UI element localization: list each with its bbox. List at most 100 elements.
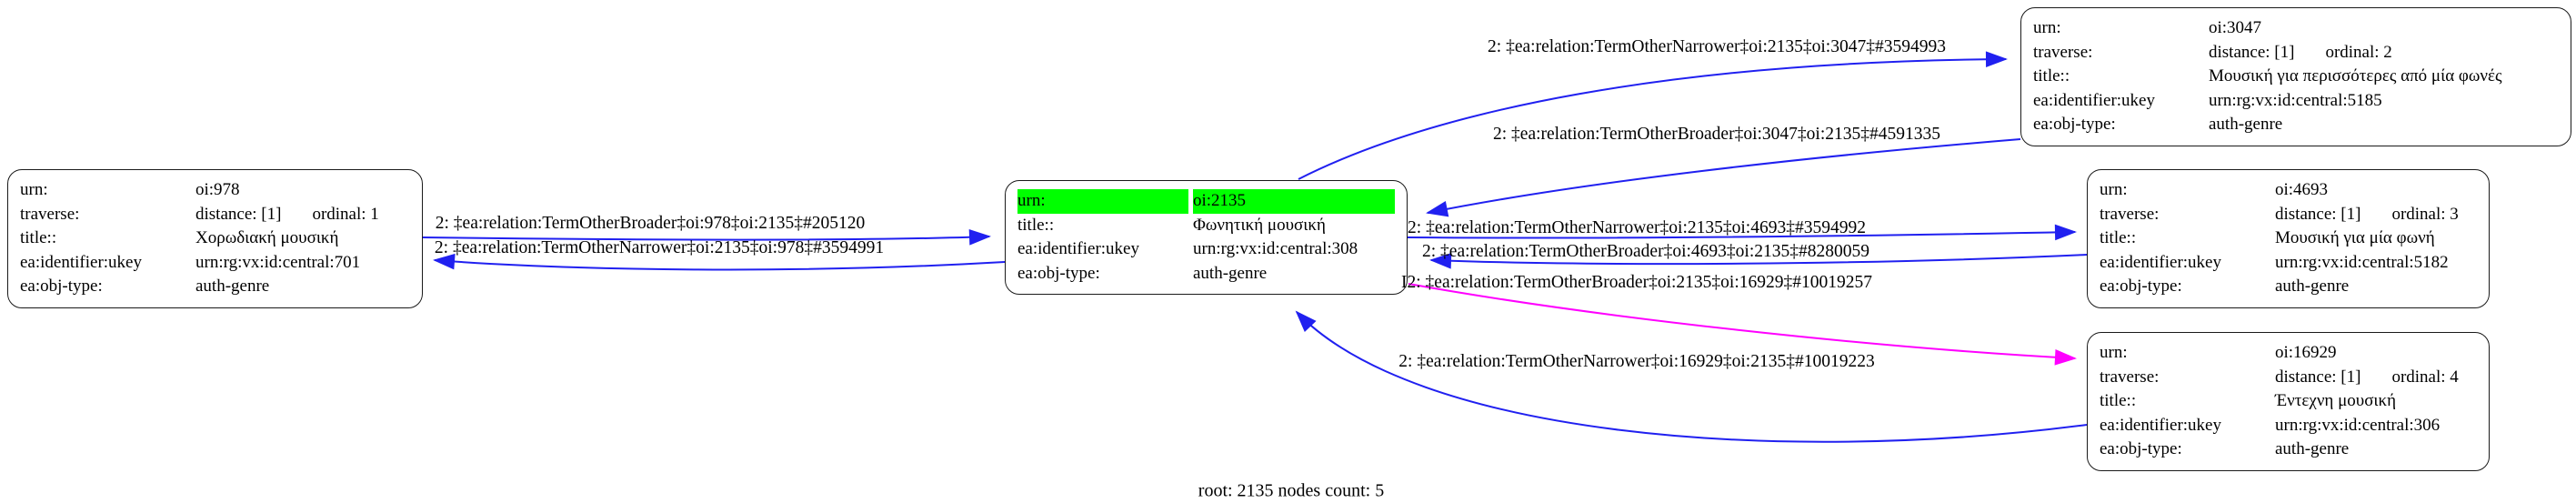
field-label-title: title:: — [2100, 228, 2137, 247]
field-label-urn-highlighted: urn: — [1017, 189, 1188, 214]
field-value-title: Φωνητική μουσική — [1193, 215, 1326, 235]
field-value-urn-highlighted: oi:2135 — [1193, 189, 1395, 214]
edge-narrower-16929-2135 — [1295, 310, 2088, 443]
field-label-objtype: ea:obj-type: — [1017, 263, 1100, 283]
field-value-ukey: urn:rg:vx:id:central:5182 — [2275, 252, 2449, 272]
edge-broader-2135-16929 — [1408, 283, 2077, 366]
traverse-distance: distance: [1] — [2209, 42, 2295, 62]
field-value-title: Έντεχνη μουσική — [2275, 391, 2397, 410]
field-label-traverse: traverse: — [2033, 42, 2093, 62]
edge-label-narrower-16929-2135: 2: ‡ea:relation:TermOtherNarrower‡oi:169… — [1398, 352, 1875, 371]
field-value-title: Μουσική για μία φωνή — [2275, 228, 2435, 247]
node-oi16929-traverse-row: traverse: distance: [1] ordinal: 4 — [2100, 366, 2477, 390]
field-label-traverse: traverse: — [20, 204, 80, 224]
edge-narrower-2135-3047 — [1298, 51, 2008, 180]
field-value-urn: oi:4693 — [2275, 180, 2329, 199]
field-value-traverse: distance: [1] ordinal: 3 — [2275, 203, 2477, 227]
node-oi2135-objtype-row: ea:obj-type: auth-genre — [1017, 262, 1395, 287]
field-label-urn: urn: — [20, 180, 48, 199]
traverse-distance: distance: [1] — [2275, 367, 2361, 387]
field-label-title: title:: — [1017, 215, 1055, 235]
edge-narrower-2135-4693 — [1407, 224, 2077, 241]
field-value-urn: oi:3047 — [2209, 18, 2262, 37]
node-oi3047-ukey-row: ea:identifier:ukey urn:rg:vx:id:central:… — [2033, 89, 2559, 114]
edge-label-broader-4693-2135: 2: ‡ea:relation:TermOtherBroader‡oi:4693… — [1422, 242, 1869, 261]
field-label-ukey: ea:identifier:ukey — [20, 252, 142, 272]
field-value-title: Μουσική για περισσότερες από μία φωνές — [2209, 66, 2502, 86]
node-oi3047-traverse-row: traverse: distance: [1] ordinal: 2 — [2033, 41, 2559, 65]
node-oi978[interactable]: urn: oi:978 traverse: distance: [1] ordin… — [7, 169, 423, 308]
field-label-title: title:: — [20, 228, 57, 247]
field-value-urn: oi:16929 — [2275, 343, 2337, 362]
field-label-urn: urn: — [2100, 343, 2128, 362]
node-oi978-traverse-row: traverse: distance: [1] ordinal: 1 — [20, 203, 410, 227]
traverse-ordinal: ordinal: 2 — [2325, 42, 2392, 62]
traverse-ordinal: ordinal: 4 — [2391, 367, 2459, 387]
node-oi978-ukey-row: ea:identifier:ukey urn:rg:vx:id:central:… — [20, 251, 410, 276]
field-value-objtype: auth-genre — [1193, 263, 1268, 283]
field-label-title: title:: — [2100, 391, 2137, 410]
field-value-ukey: urn:rg:vx:id:central:306 — [2275, 415, 2441, 435]
node-oi2135-title-row: title:: Φωνητική μουσική — [1017, 214, 1395, 238]
field-label-objtype: ea:obj-type: — [2100, 277, 2182, 296]
field-value-traverse: distance: [1] ordinal: 4 — [2275, 366, 2477, 390]
node-oi16929[interactable]: urn: oi:16929 traverse: distance: [1] ord… — [2087, 332, 2490, 471]
node-oi4693-urn-row: urn: oi:4693 — [2100, 178, 2477, 203]
node-oi4693-objtype-row: ea:obj-type: auth-genre — [2100, 275, 2477, 299]
field-value-traverse: distance: [1] ordinal: 2 — [2209, 41, 2559, 65]
node-oi978-title-row: title:: Χορωδιακή μουσική — [20, 226, 410, 251]
edge-broader-4693-2135 — [1429, 253, 2088, 269]
field-label-traverse: traverse: — [2100, 367, 2160, 387]
field-value-objtype: auth-genre — [195, 277, 270, 296]
edge-broader-978-2135 — [421, 229, 991, 246]
field-value-urn: oi:978 — [195, 180, 240, 199]
node-oi16929-urn-row: urn: oi:16929 — [2100, 341, 2477, 366]
traverse-distance: distance: [1] — [2275, 204, 2361, 224]
field-value-traverse: distance: [1] ordinal: 1 — [195, 203, 410, 227]
edge-broader-3047-2135 — [1426, 138, 2021, 217]
field-label-traverse: traverse: — [2100, 204, 2160, 224]
field-label-ukey: ea:identifier:ukey — [1017, 239, 1139, 258]
field-value-objtype: auth-genre — [2275, 277, 2350, 296]
edge-label-narrower-2135-4693: 2: ‡ea:relation:TermOtherNarrower‡oi:213… — [1408, 218, 1866, 237]
edge-label-broader-978-2135: 2: ‡ea:relation:TermOtherBroader‡oi:978‡… — [435, 214, 866, 233]
node-oi4693-ukey-row: ea:identifier:ukey urn:rg:vx:id:central:… — [2100, 251, 2477, 276]
field-label-objtype: ea:obj-type: — [20, 277, 103, 296]
edge-label-broader-2135-16929: I2: ‡ea:relation:TermOtherBroader‡oi:213… — [1401, 273, 1872, 292]
field-value-ukey: urn:rg:vx:id:central:308 — [1193, 239, 1358, 258]
field-label-ukey: ea:identifier:ukey — [2100, 415, 2221, 435]
node-oi4693-title-row: title:: Μουσική για μία φωνή — [2100, 226, 2477, 251]
node-oi2135-urn-row: urn: oi:2135 — [1017, 189, 1395, 214]
node-oi4693-traverse-row: traverse: distance: [1] ordinal: 3 — [2100, 203, 2477, 227]
node-oi3047-objtype-row: ea:obj-type: auth-genre — [2033, 113, 2559, 137]
node-oi4693[interactable]: urn: oi:4693 traverse: distance: [1] ordi… — [2087, 169, 2490, 308]
edge-label-narrower-2135-3047: 2: ‡ea:relation:TermOtherNarrower‡oi:213… — [1488, 37, 1946, 56]
field-label-title: title:: — [2033, 66, 2070, 86]
node-oi978-objtype-row: ea:obj-type: auth-genre — [20, 275, 410, 299]
edge-label-narrower-2135-978: 2: ‡ea:relation:TermOtherNarrower‡oi:213… — [434, 238, 885, 257]
field-value-ukey: urn:rg:vx:id:central:5185 — [2209, 90, 2382, 110]
field-label-ukey: ea:identifier:ukey — [2100, 252, 2221, 272]
field-value-title: Χορωδιακή μουσική — [195, 228, 339, 247]
node-oi3047[interactable]: urn: oi:3047 traverse: distance: [1] ordi… — [2020, 7, 2571, 146]
edge-label-broader-3047-2135: 2: ‡ea:relation:TermOtherBroader‡oi:3047… — [1493, 125, 1940, 144]
node-oi16929-objtype-row: ea:obj-type: auth-genre — [2100, 438, 2477, 462]
traverse-ordinal: ordinal: 1 — [312, 204, 379, 224]
edge-narrower-2135-978 — [433, 253, 1006, 271]
field-value-objtype: auth-genre — [2275, 439, 2350, 458]
node-oi16929-title-row: title:: Έντεχνη μουσική — [2100, 389, 2477, 414]
field-label-objtype: ea:obj-type: — [2033, 115, 2116, 134]
field-label-urn: urn: — [2100, 180, 2128, 199]
field-label-objtype: ea:obj-type: — [2100, 439, 2182, 458]
node-oi2135-root[interactable]: urn: oi:2135 title:: Φωνητική μουσική ea… — [1005, 180, 1408, 295]
node-oi3047-title-row: title:: Μουσική για περισσότερες από μία… — [2033, 65, 2559, 89]
traverse-ordinal: ordinal: 3 — [2391, 204, 2459, 224]
field-label-ukey: ea:identifier:ukey — [2033, 90, 2155, 110]
field-value-objtype: auth-genre — [2209, 115, 2283, 134]
node-oi3047-urn-row: urn: oi:3047 — [2033, 16, 2559, 41]
field-label-urn: urn: — [2033, 18, 2061, 37]
graph-root-caption: root: 2135 nodes count: 5 — [1198, 480, 1385, 501]
traverse-distance: distance: [1] — [195, 204, 282, 224]
